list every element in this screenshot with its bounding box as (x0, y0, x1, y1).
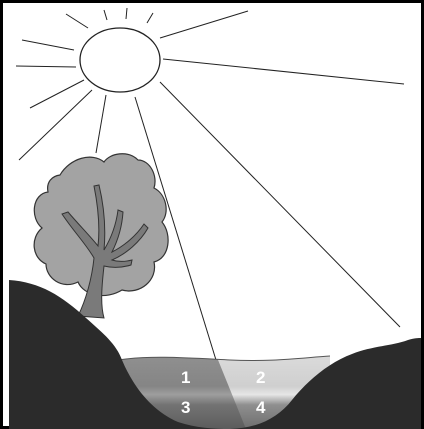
zone-label-1: 1 (181, 368, 190, 387)
zone-label-3: 3 (181, 398, 190, 417)
zone-label-4: 4 (256, 398, 266, 417)
zone-label-2: 2 (256, 368, 265, 387)
sun (80, 28, 160, 92)
